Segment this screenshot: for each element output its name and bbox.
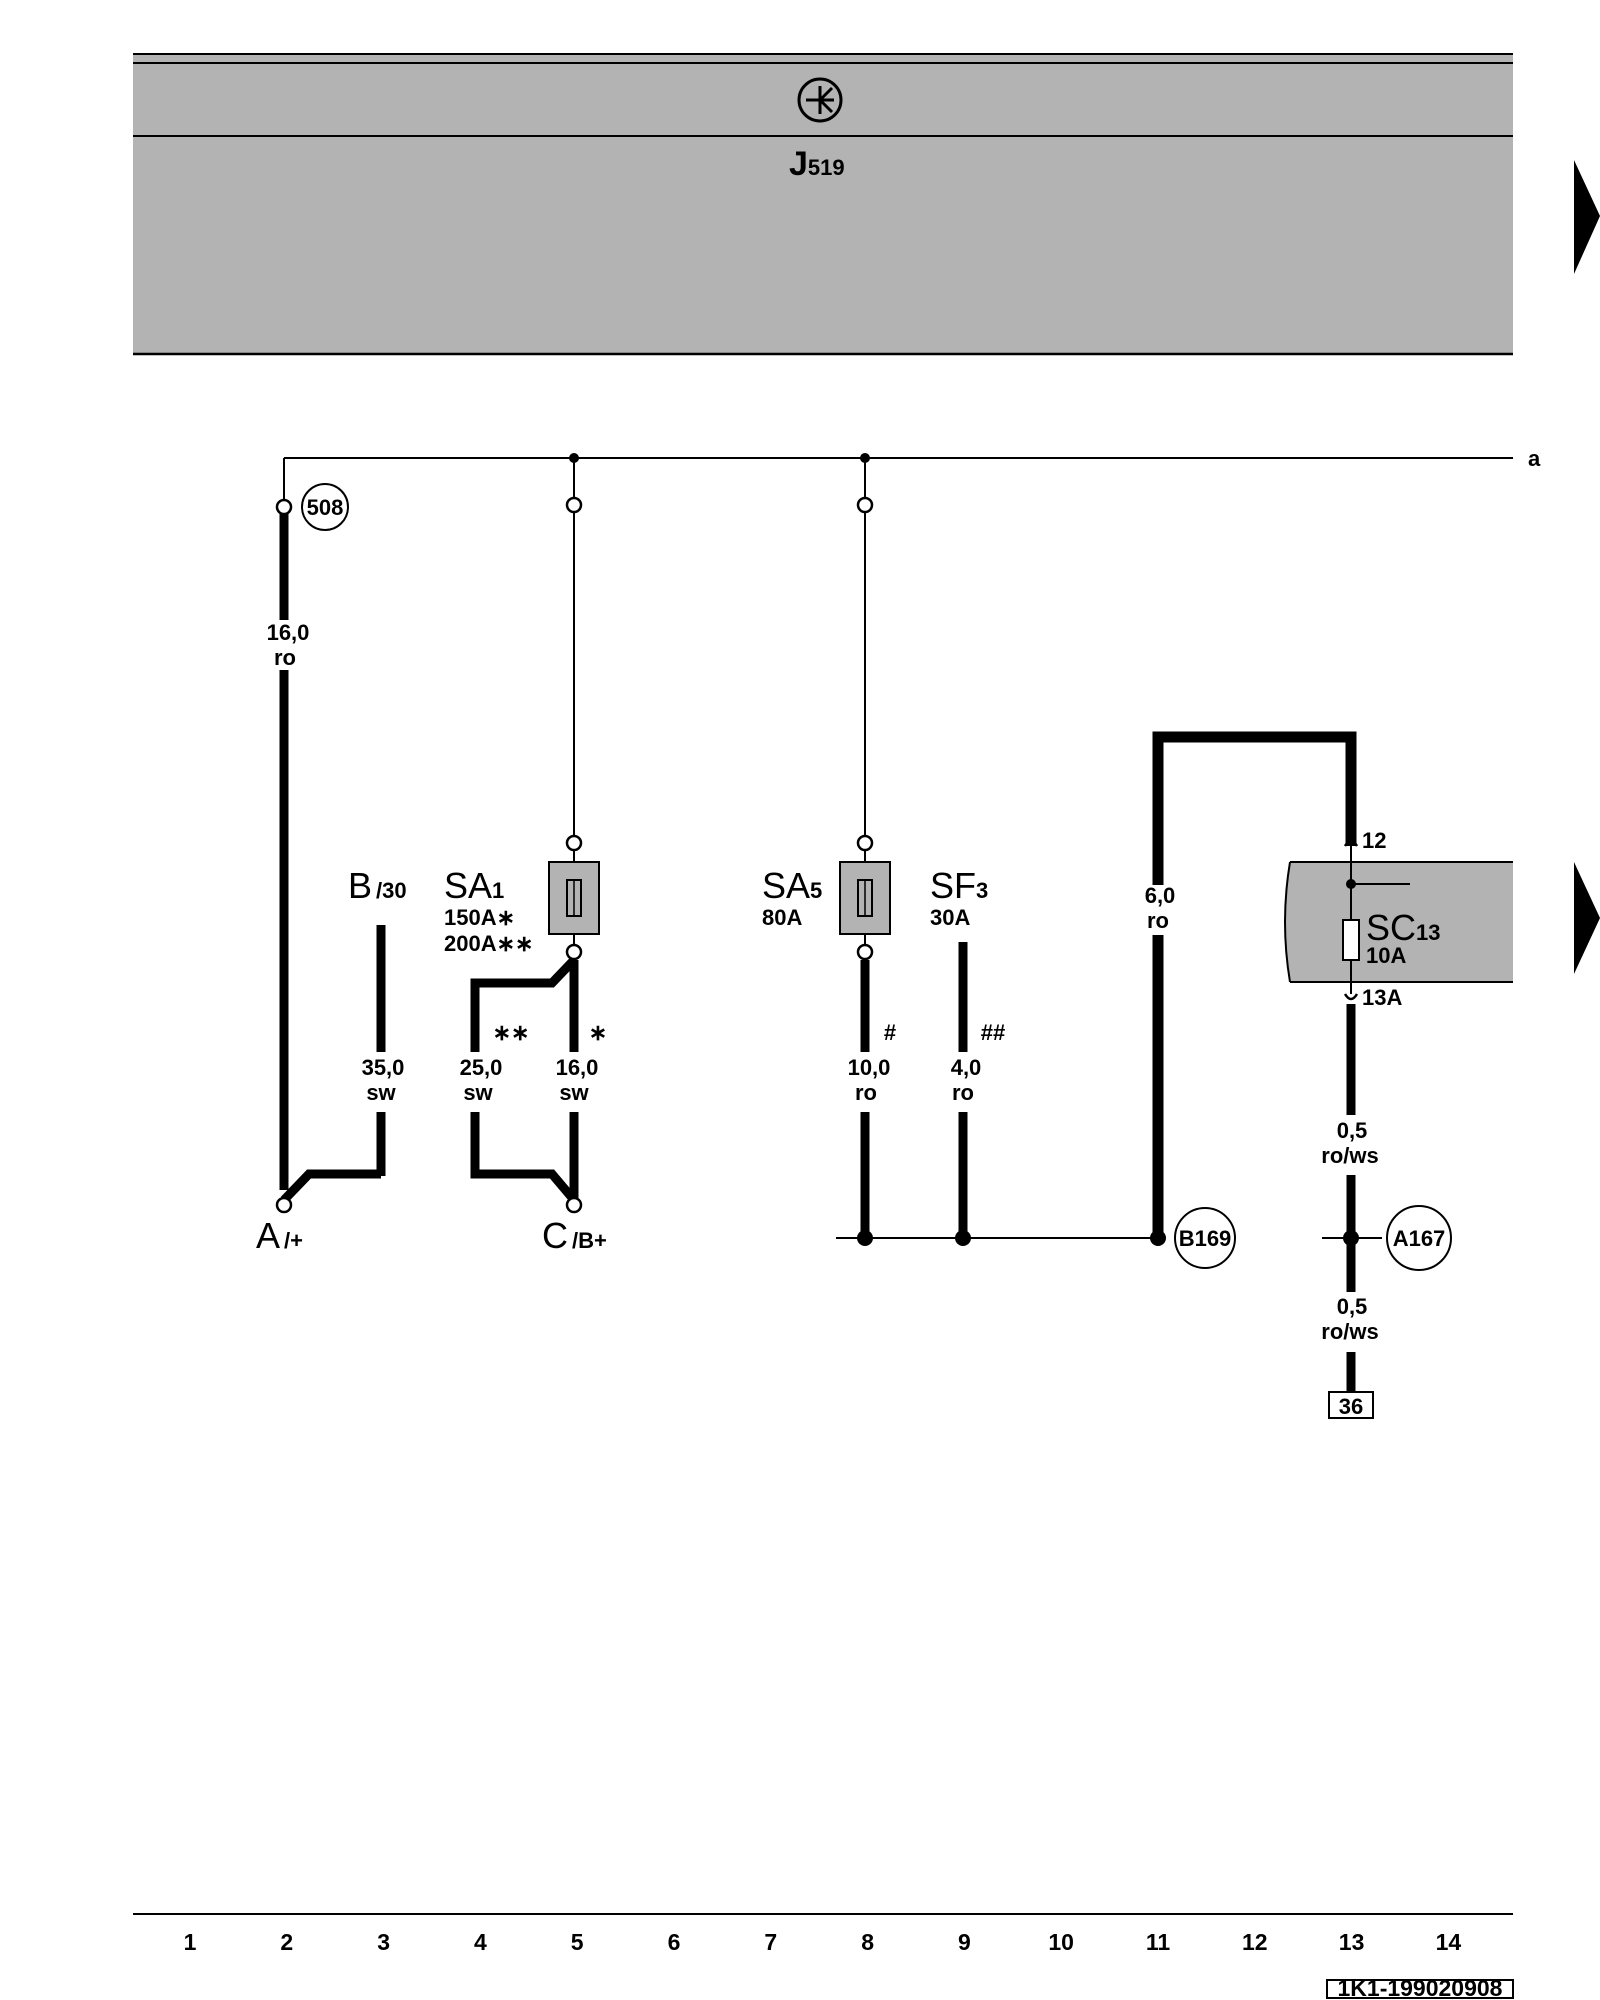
fuse-sa1 — [548, 834, 600, 961]
fuse-sc13 — [1342, 839, 1410, 1001]
terminal-b-label: B/30 — [348, 865, 407, 906]
terminal-a-label: A/+ — [256, 1215, 303, 1256]
wire-w8: 0,5 ro/ws — [1321, 1004, 1379, 1238]
page-marker-arrow-top — [1574, 160, 1600, 274]
fuse-sa5-rating: 80A — [762, 905, 802, 930]
connector-a167: A167 — [1386, 1205, 1452, 1271]
fuse-sc13-pin-bottom: 13A — [1362, 985, 1402, 1010]
column-number: 5 — [571, 1929, 584, 1955]
control-unit-header: J519 — [133, 53, 1513, 356]
fuse-sa5 — [839, 834, 891, 961]
fuse-sa1-rating-2: 200A∗∗ — [444, 931, 533, 956]
drawing-code: 1K1-199020908 — [1338, 1975, 1503, 2000]
wire-w7: 6,0 ro — [1145, 731, 1357, 1238]
wire-w4: 16,0 sw ∗ — [556, 960, 607, 1200]
svg-text:35,0: 35,0 — [362, 1055, 405, 1080]
fuse-sc13-label: SC13 — [1366, 907, 1441, 948]
svg-text:25,0: 25,0 — [460, 1055, 503, 1080]
column-number: 1 — [184, 1929, 197, 1955]
fuse-sa1-rating-1: 150A∗ — [444, 905, 515, 930]
wire-w1: 16,0 ro — [267, 507, 310, 1190]
column-number: 2 — [280, 1929, 293, 1955]
svg-text:∗: ∗ — [589, 1020, 607, 1045]
wire-w2: 35,0 sw — [280, 925, 405, 1204]
fuse-sa1-label: SA1 — [444, 865, 504, 906]
wire-w3: 25,0 sw ∗∗ — [460, 956, 578, 1203]
svg-text:16,0: 16,0 — [556, 1055, 599, 1080]
svg-text:ro/ws: ro/ws — [1321, 1143, 1378, 1168]
wire-w5: 10,0 ro # — [848, 960, 896, 1238]
column-number: 10 — [1048, 1929, 1074, 1955]
svg-text:sw: sw — [366, 1080, 396, 1105]
bus-line-a: a — [283, 446, 1541, 505]
svg-text:ro: ro — [855, 1080, 877, 1105]
wire-w9: 0,5 ro/ws — [1321, 1238, 1379, 1392]
terminal-c-label: C/B+ — [542, 1215, 607, 1256]
column-number: 6 — [668, 1929, 681, 1955]
svg-text:B169: B169 — [1179, 1226, 1232, 1251]
column-number: 13 — [1339, 1929, 1365, 1955]
column-number: 8 — [861, 1929, 874, 1955]
svg-text:ro: ro — [1147, 908, 1169, 933]
bus-label: a — [1528, 446, 1541, 471]
svg-text:36: 36 — [1339, 1394, 1363, 1419]
fuse-sf3-label: SF3 — [930, 865, 988, 906]
svg-text:ro/ws: ro/ws — [1321, 1319, 1378, 1344]
control-unit-icon — [797, 77, 843, 123]
svg-text:sw: sw — [559, 1080, 589, 1105]
column-number: 7 — [764, 1929, 777, 1955]
svg-text:6,0: 6,0 — [1145, 883, 1176, 908]
component-label-j519: J519 — [789, 145, 845, 183]
fuse-sc13-rating: 10A — [1366, 943, 1406, 968]
svg-text:∗∗: ∗∗ — [493, 1020, 530, 1045]
connector-b169: B169 — [1174, 1207, 1236, 1269]
terminal-pin — [275, 498, 293, 516]
svg-text:sw: sw — [463, 1080, 493, 1105]
svg-text:A167: A167 — [1393, 1226, 1446, 1251]
column-number: 3 — [377, 1929, 390, 1955]
connector-508: 508 — [301, 483, 349, 531]
svg-text:508: 508 — [307, 495, 344, 520]
svg-text:4,0: 4,0 — [951, 1055, 982, 1080]
svg-text:16,0: 16,0 — [267, 620, 310, 645]
column-number: 9 — [958, 1929, 971, 1955]
column-number: 14 — [1436, 1929, 1462, 1955]
terminal-a-pin — [275, 1196, 293, 1214]
svg-text:0,5: 0,5 — [1337, 1118, 1368, 1143]
svg-text:##: ## — [981, 1020, 1005, 1045]
svg-text:10,0: 10,0 — [848, 1055, 891, 1080]
drawing-code-box: 1K1-199020908 — [1326, 1975, 1514, 2000]
fuse-sf3-rating: 30A — [930, 905, 970, 930]
svg-text:#: # — [884, 1020, 896, 1045]
wire-w6: 4,0 ro ## — [951, 942, 1005, 1238]
splice-line-b169 — [836, 1230, 1166, 1246]
svg-text:ro: ro — [952, 1080, 974, 1105]
column-number: 4 — [474, 1929, 487, 1955]
fuse-sc13-pin-top: 12 — [1362, 828, 1386, 853]
svg-text:ro: ro — [274, 645, 296, 670]
page-marker-arrow-bottom — [1574, 862, 1600, 974]
terminal-c-pin — [565, 1196, 583, 1214]
column-number: 12 — [1242, 1929, 1268, 1955]
fuse-sa5-label: SA5 — [762, 865, 822, 906]
reference-box-36: 36 — [1328, 1391, 1374, 1419]
svg-text:0,5: 0,5 — [1337, 1294, 1368, 1319]
column-number: 11 — [1146, 1929, 1171, 1955]
